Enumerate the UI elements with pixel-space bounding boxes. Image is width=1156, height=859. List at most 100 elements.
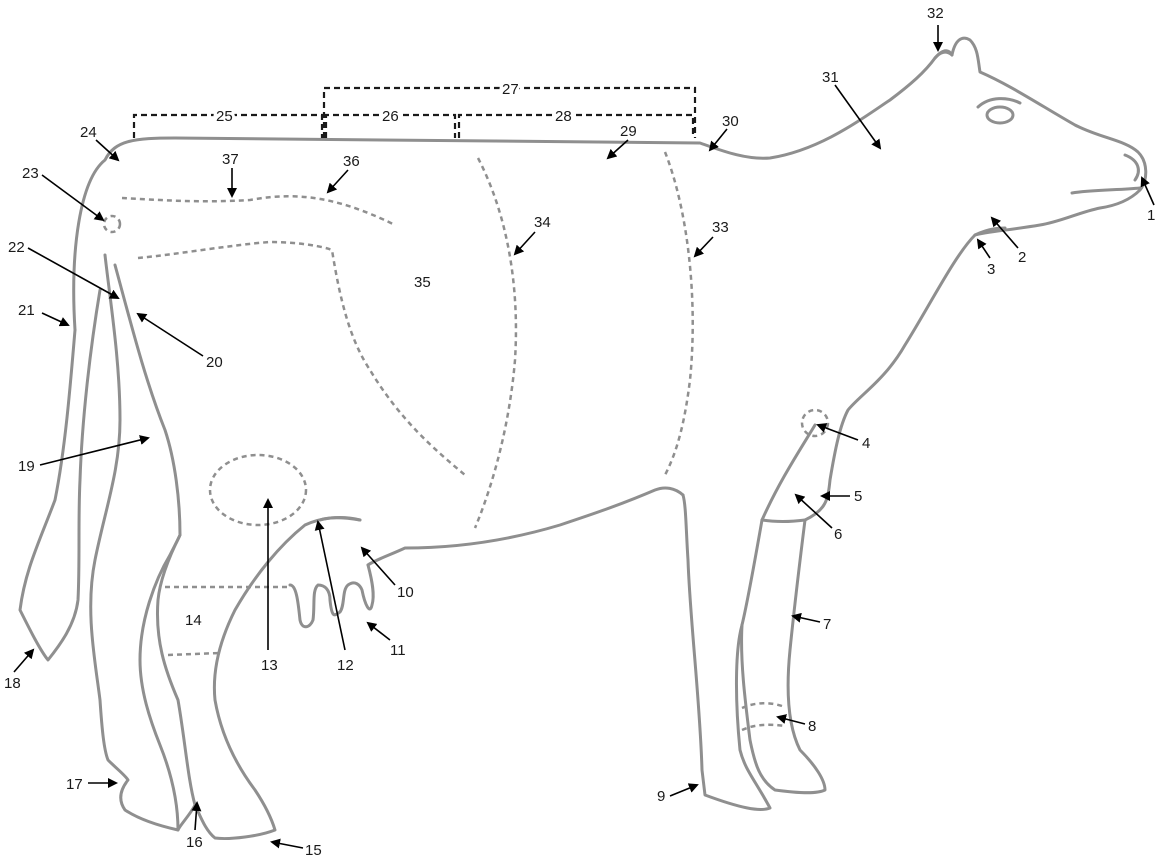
label-6: 6 [834, 526, 842, 543]
tail-outline [18, 288, 102, 662]
rib-dashed-line [473, 157, 518, 529]
thigh-lower-dashed-line [167, 651, 221, 657]
arrow-3 [976, 238, 991, 259]
elbow-dashed-circle [800, 408, 830, 438]
label-22: 22 [8, 239, 25, 256]
label-14: 14 [185, 612, 202, 629]
label-30: 30 [722, 113, 739, 130]
arrow-2 [990, 216, 1019, 249]
label-23: 23 [22, 165, 39, 182]
arrow-8 [776, 714, 806, 725]
label-10: 10 [397, 584, 414, 601]
label-15: 15 [305, 842, 322, 859]
label-33: 33 [712, 219, 729, 236]
label-27: 27 [502, 81, 519, 98]
udder-outline [193, 516, 362, 840]
front-leg-near-outline [681, 493, 772, 811]
label-2: 2 [1018, 249, 1026, 266]
hind-leg-outline [113, 263, 197, 832]
arrow-34 [513, 231, 536, 256]
label-8: 8 [808, 718, 816, 735]
arrow-29 [606, 139, 629, 160]
arrow-4 [816, 423, 859, 441]
upper-dashed-line [121, 195, 396, 227]
arrow-36 [326, 169, 349, 194]
label-24: 24 [80, 124, 97, 141]
arrow-19 [39, 435, 150, 466]
label-13: 13 [261, 657, 278, 674]
label-7: 7 [823, 616, 831, 633]
dewclaw-upper-dashed-line [741, 702, 783, 710]
label-4: 4 [862, 435, 870, 452]
arrow-18 [13, 648, 35, 673]
arrow-24 [95, 139, 120, 162]
arrow-15 [270, 838, 304, 849]
label-19: 19 [18, 458, 35, 475]
arrow-22 [27, 247, 120, 299]
teats-outline [288, 563, 375, 629]
label-12: 12 [337, 657, 354, 674]
label-28: 28 [555, 108, 572, 125]
eye-outline [985, 105, 1015, 125]
bracket-27 [322, 86, 697, 138]
front-leg-inner-outline [740, 518, 764, 627]
label-31: 31 [822, 69, 839, 86]
label-26: 26 [382, 108, 399, 125]
dewclaw-lower-dashed-line [741, 723, 786, 732]
arrow-9 [669, 783, 699, 797]
udder-top-outline [318, 516, 362, 522]
label-36: 36 [343, 153, 360, 170]
front-leg-far-outline [740, 518, 827, 795]
label-1: 1 [1147, 207, 1155, 224]
ear-outline [933, 50, 954, 60]
label-18: 18 [4, 675, 21, 692]
jaw-outline [973, 226, 1007, 237]
label-25: 25 [216, 108, 233, 125]
arrow-23 [41, 174, 105, 222]
label-5: 5 [854, 488, 862, 505]
cow-outline [18, 36, 1148, 840]
label-21: 21 [18, 302, 35, 319]
arrow-31 [834, 84, 882, 150]
label-20: 20 [206, 354, 223, 371]
arrow-11 [366, 621, 391, 641]
pin-bone-dashed-circle [102, 214, 122, 234]
label-35: 35 [414, 274, 431, 291]
lower-dashed-line [137, 240, 466, 476]
pointer-arrows [13, 25, 1155, 849]
label-34: 34 [534, 214, 551, 231]
arrow-21 [41, 312, 70, 327]
eyebrow-outline [976, 97, 1022, 109]
label-3: 3 [987, 261, 995, 278]
stifle-dashed-circle [208, 453, 308, 527]
topline-brackets [132, 86, 697, 138]
bracket-25 [132, 113, 324, 138]
label-37: 37 [222, 151, 239, 168]
shoulder-dashed-line [663, 151, 694, 476]
arrow-33 [693, 236, 714, 258]
arrow-10 [360, 546, 396, 586]
body-back-head-outline [72, 36, 1148, 522]
arrow-1 [1140, 176, 1155, 206]
label-11: 11 [390, 642, 406, 659]
arrow-6 [794, 493, 833, 529]
arrow-20 [136, 312, 204, 357]
hind-leg-rear-outline [89, 253, 182, 832]
label-9: 9 [657, 788, 665, 805]
label-17: 17 [66, 776, 83, 793]
arrow-30 [708, 128, 728, 152]
bracket-28 [457, 113, 695, 138]
label-29: 29 [620, 123, 637, 140]
brisket-outline [760, 518, 807, 523]
forearm-outline [760, 423, 817, 522]
arrow-12 [314, 520, 346, 651]
nostril-outline [1123, 153, 1140, 182]
bracket-26 [324, 113, 457, 138]
belly-outline [366, 486, 685, 567]
mouth-outline [1070, 186, 1142, 195]
label-32: 32 [927, 5, 944, 22]
arrow-7 [791, 612, 821, 623]
region-markers [102, 151, 830, 732]
label-16: 16 [186, 834, 203, 851]
